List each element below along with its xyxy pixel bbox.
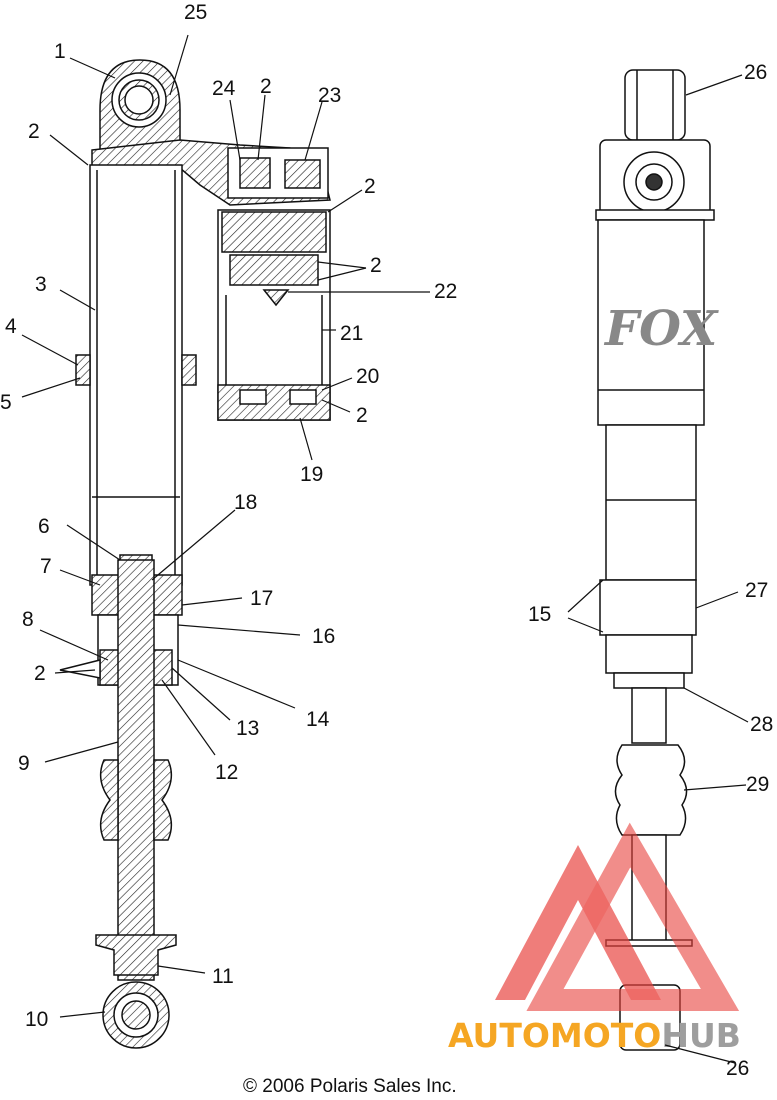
callout-3: 3 — [35, 273, 47, 296]
callout-29: 29 — [746, 773, 769, 796]
callout-9: 9 — [18, 752, 30, 775]
top-bushing — [624, 69, 686, 141]
exterior-shock: FOX — [595, 69, 719, 1051]
watermark-text-part2: HUB — [661, 1016, 741, 1055]
callout-23: 23 — [318, 84, 341, 107]
bottom-cup — [95, 934, 177, 976]
copyright-notice: © 2006 Polaris Sales Inc. — [243, 1076, 457, 1097]
exterior-shaft — [631, 687, 667, 744]
callout-2: 2 — [34, 662, 46, 685]
callout-17: 17 — [250, 587, 273, 610]
callout-14: 14 — [306, 708, 330, 731]
callout-22: 22 — [434, 280, 457, 303]
callout-7: 7 — [40, 555, 52, 578]
callout-26: 26 — [726, 1057, 749, 1080]
adjuster-collar — [599, 579, 697, 636]
callout-25: 25 — [184, 1, 207, 24]
shock-branding: FOX — [603, 301, 719, 357]
callout-5: 5 — [0, 391, 12, 414]
body-tube — [89, 164, 183, 586]
callout-24: 24 — [212, 77, 236, 100]
callout-2: 2 — [370, 254, 382, 277]
shaft — [117, 559, 155, 981]
callout-6: 6 — [38, 515, 50, 538]
callout-2: 2 — [28, 120, 40, 143]
callout-16: 16 — [312, 625, 335, 648]
callout-21: 21 — [340, 322, 363, 345]
callout-20: 20 — [356, 365, 379, 388]
callout-28: 28 — [750, 713, 773, 736]
callout-4: 4 — [5, 315, 17, 338]
callout-2: 2 — [260, 75, 272, 98]
callout-26: 26 — [744, 61, 767, 84]
callout-11: 11 — [212, 965, 234, 988]
exterior-bumper — [614, 744, 688, 836]
callout-labels: 1 25 2 3 4 5 24 2 23 2 2 22 21 20 2 19 1… — [0, 1, 773, 1080]
reservoir — [217, 209, 331, 421]
callout-12: 12 — [215, 761, 238, 784]
svg-text:AUTOMOTOHUB: AUTOMOTOHUB — [448, 1016, 741, 1055]
callout-18: 18 — [234, 491, 257, 514]
callout-13: 13 — [236, 717, 259, 740]
bottom-eyelet — [102, 981, 170, 1049]
leader-lines — [21, 34, 749, 1064]
callout-2: 2 — [356, 404, 368, 427]
callout-15: 15 — [528, 603, 551, 626]
callout-1: 1 — [54, 40, 66, 63]
outer-body — [597, 219, 705, 426]
top-eyelet — [99, 59, 181, 151]
bumper — [99, 759, 173, 841]
callout-8: 8 — [22, 608, 34, 631]
cutaway-shock — [59, 59, 331, 1049]
callout-27: 27 — [745, 579, 768, 602]
watermark-logo — [495, 822, 740, 1011]
callout-2: 2 — [364, 175, 376, 198]
watermark-text-part1: AUTOMOTO — [448, 1016, 661, 1055]
callout-19: 19 — [300, 463, 323, 486]
callout-10: 10 — [25, 1008, 48, 1031]
